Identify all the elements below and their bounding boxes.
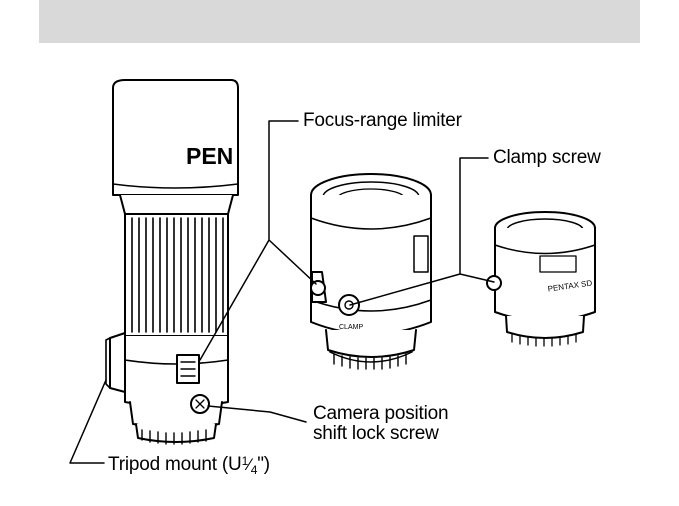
clamp-label-text: CLAMP (339, 324, 363, 331)
focus-ring (125, 214, 228, 336)
macro-lens-small: PENTAX SD (487, 212, 595, 346)
tripod-mount-prefix: Tripod mount (U (108, 454, 242, 475)
callout-camera-position-line1: Camera position (313, 404, 448, 424)
callout-camera-position-line2: shift lock screw (313, 424, 448, 444)
lens-hood (113, 80, 238, 195)
callout-clamp-screw: Clamp screw (493, 148, 601, 168)
tripod-mount-suffix: ") (257, 454, 270, 475)
callout-tripod-mount: Tripod mount (U1⁄4") (108, 455, 270, 475)
callout-camera-position-shift-lock-screw: Camera position shift lock screw (313, 404, 448, 444)
leader-camera-position (208, 406, 306, 422)
tripod-collar (110, 333, 125, 392)
callout-focus-range-limiter: Focus-range limiter (303, 111, 462, 131)
telephoto-lens: PEN (106, 80, 238, 444)
hood-brand-text: PEN (186, 143, 233, 169)
macro-lens-middle: CLAMP (311, 174, 431, 369)
leader-tripod-mount (70, 380, 106, 463)
clamp-knob (339, 295, 359, 315)
